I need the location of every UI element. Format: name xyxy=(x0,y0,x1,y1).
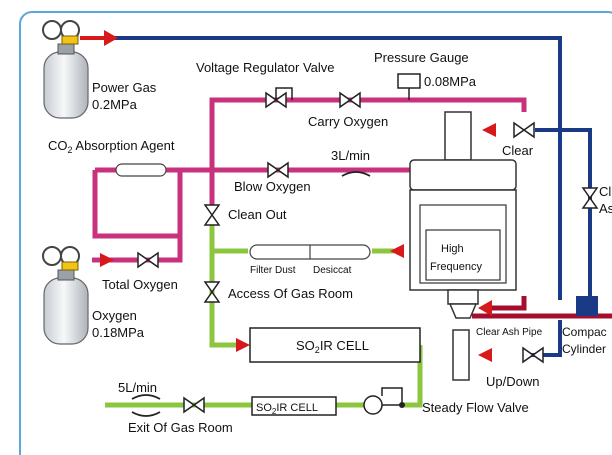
steady-flow-valve xyxy=(363,387,405,415)
up-down-label: Up/Down xyxy=(486,374,539,389)
compact-cylinder-block xyxy=(576,296,598,316)
high-frequency-label-2: Frequency xyxy=(430,261,482,273)
co2-absorption-tube xyxy=(115,163,167,177)
oxygen-cylinder xyxy=(42,246,89,345)
pressure-gauge xyxy=(397,73,421,89)
co2-absorption-label: CO2 Absorption Agent xyxy=(48,138,175,155)
power-gas-pressure: 0.2MPa xyxy=(92,97,138,112)
side-label-as: As xyxy=(599,201,612,216)
carry-oxygen-label: Carry Oxygen xyxy=(308,114,388,129)
oxygen-label: Oxygen xyxy=(92,308,137,323)
pressure-gauge-label: Pressure Gauge xyxy=(374,50,469,65)
blow-oxygen-label: Blow Oxygen xyxy=(234,179,311,194)
compact-cylinder-label-2: Cylinder xyxy=(562,342,606,356)
flow-meter-5l-bottom xyxy=(131,411,161,417)
clean-out-label: Clean Out xyxy=(228,207,287,222)
so2-ir-cell-small-label: SO2IR CELL xyxy=(256,402,318,416)
compact-cylinder-label-1: Compac xyxy=(562,325,607,339)
so2-ir-cell-small-box xyxy=(251,396,337,416)
filter-desiccant-tube xyxy=(249,244,371,260)
valve-clear xyxy=(513,121,535,139)
flow-5l-label: 5L/min xyxy=(118,380,157,395)
high-frequency-label-1: High xyxy=(441,243,464,255)
clear-label: Clear xyxy=(502,143,534,158)
power-gas-label: Power Gas xyxy=(92,80,157,95)
total-oxygen-label: Total Oxygen xyxy=(102,277,178,292)
pressure-gauge-value: 0.08MPa xyxy=(424,74,477,89)
furnace xyxy=(409,111,517,381)
steady-flow-valve-label: Steady Flow Valve xyxy=(422,400,529,415)
voltage-regulator-label: Voltage Regulator Valve xyxy=(196,60,335,75)
valve-clean-out xyxy=(203,204,221,226)
valve-exit-gas-room xyxy=(183,396,205,414)
power-gas-cylinder xyxy=(42,20,89,119)
power-gas-arrow xyxy=(104,30,118,46)
clear-ash-pipe-label: Clear Ash Pipe xyxy=(476,327,543,338)
flow-arrows xyxy=(100,123,496,362)
gas-room-lines xyxy=(105,225,423,408)
so2-ir-cell-label: SO2IR CELL xyxy=(296,338,369,355)
side-label-cl: Cl xyxy=(599,184,611,199)
valve-voltage-regulator xyxy=(265,87,293,109)
flow-meter-3l xyxy=(341,171,371,177)
access-gas-room-label: Access Of Gas Room xyxy=(228,286,353,301)
valve-up-down xyxy=(522,346,544,364)
filter-dust-label: Filter Dust xyxy=(250,265,296,276)
flow-3l-label: 3L/min xyxy=(331,148,370,163)
so2-ir-cell-box xyxy=(249,327,421,363)
valve-access-gas-room xyxy=(203,281,221,303)
exit-gas-room-label: Exit Of Gas Room xyxy=(128,420,233,435)
valve-side xyxy=(581,187,599,209)
oxygen-pressure: 0.18MPa xyxy=(92,325,145,340)
flow-meter-5l xyxy=(131,394,161,400)
valve-blow-oxygen xyxy=(267,161,289,179)
valve-carry-oxygen xyxy=(339,91,361,109)
valve-total-oxygen xyxy=(137,251,159,269)
desiccant-label: Desiccat xyxy=(313,265,352,276)
